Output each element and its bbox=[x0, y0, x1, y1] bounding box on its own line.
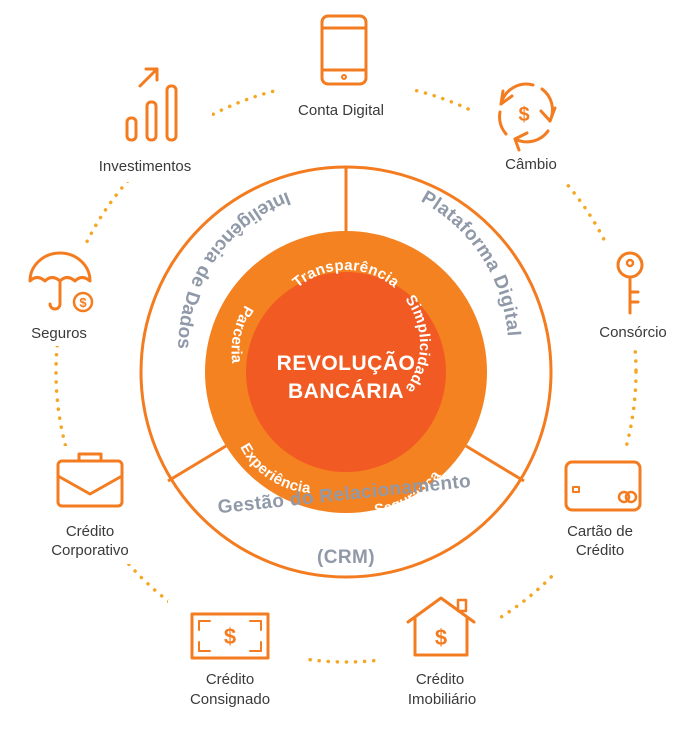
service-label-consignado-line2: Consignado bbox=[190, 691, 270, 708]
house-icon: $ bbox=[406, 596, 476, 657]
key-icon bbox=[616, 251, 644, 315]
dollar-sign-glyph: $ bbox=[224, 624, 236, 649]
service-label-seguros: Seguros bbox=[31, 325, 87, 342]
briefcase-icon bbox=[56, 452, 124, 508]
service-label-conta-digital: Conta Digital bbox=[298, 102, 384, 119]
dollar-sign-glyph: $ bbox=[518, 104, 529, 126]
icon-masks bbox=[8, 0, 690, 718]
banknote-icon: $ bbox=[190, 612, 270, 660]
credit-card-icon bbox=[564, 460, 642, 512]
dollar-sign-glyph: $ bbox=[435, 625, 447, 650]
dollar-sign-glyph: $ bbox=[79, 295, 87, 310]
center-title-line2: BANCÁRIA bbox=[288, 380, 404, 403]
service-label-cartao-line1: Cartão de bbox=[567, 523, 633, 540]
currency-exchange-icon: $ bbox=[498, 82, 557, 152]
ring-label-gestao-line2: (CRM) bbox=[317, 547, 375, 568]
service-label-imobiliario-line2: Imobiliário bbox=[408, 691, 476, 708]
service-label-corporativo-line1: Crédito bbox=[66, 523, 114, 540]
service-label-consorcio: Consórcio bbox=[599, 324, 667, 341]
ring-divider-left bbox=[167, 444, 227, 483]
ring-divider-right bbox=[465, 444, 525, 483]
umbrella-icon: $ bbox=[28, 251, 94, 313]
smartphone-icon bbox=[320, 14, 368, 86]
service-label-cambio: Câmbio bbox=[505, 156, 557, 173]
core-inner-circle bbox=[246, 272, 446, 472]
center-title-line1: REVOLUÇÃO bbox=[277, 352, 416, 375]
service-label-imobiliario-line1: Crédito bbox=[416, 671, 464, 688]
service-label-cartao-line2: Crédito bbox=[576, 542, 624, 559]
service-label-consignado-line1: Crédito bbox=[206, 671, 254, 688]
service-label-investimentos: Investimentos bbox=[99, 158, 192, 175]
service-label-corporativo-line2: Corporativo bbox=[51, 542, 129, 559]
bar-chart-growth-icon bbox=[125, 67, 178, 142]
